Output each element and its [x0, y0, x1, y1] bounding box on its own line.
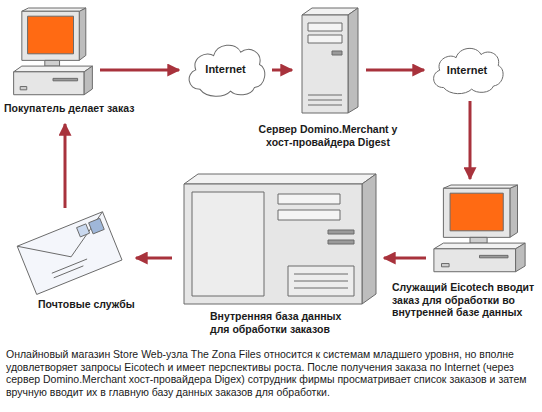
label-group: Почтовые службы — [38, 298, 158, 311]
database-icon — [178, 170, 378, 305]
shape-part — [278, 194, 340, 204]
shape-part — [14, 66, 93, 72]
shape-part — [332, 51, 342, 55]
buyer-computer: Покупатель делает заказ — [12, 8, 94, 98]
shape-part — [434, 249, 516, 272]
shape-part — [192, 192, 264, 296]
shape-part — [54, 266, 84, 278]
node-label: Сервер Domino.Merchant у хост-провайдера… — [248, 123, 408, 148]
shape-part — [480, 255, 509, 257]
shape-part — [328, 240, 354, 244]
shape-part — [20, 87, 27, 90]
internet-cloud: Internet — [428, 42, 506, 97]
shape-part — [308, 105, 342, 106]
shape-part — [308, 95, 342, 96]
shape-part — [434, 48, 503, 93]
internet-cloud: Internet — [183, 38, 268, 100]
shape-part — [79, 8, 86, 60]
database-server: Внутренняя база данных для обработки зак… — [178, 170, 378, 305]
shape-part — [84, 66, 92, 95]
shape-part — [14, 72, 85, 95]
shape-part — [278, 210, 340, 220]
shape-part — [470, 237, 487, 243]
shape-part — [294, 288, 348, 289]
node-label: Почтовые службы — [38, 298, 158, 311]
label-group: Internet — [428, 42, 506, 97]
computer-icon — [12, 8, 94, 98]
flow-arrow — [469, 101, 472, 179]
shape-part — [28, 16, 74, 54]
web-server: Сервер Domino.Merchant у хост-провайдера… — [298, 5, 360, 115]
mail-envelope: Почтовые службы — [5, 212, 130, 292]
caption-text: Онлайновый магазин Store Web-узла The Zo… — [6, 348, 538, 398]
cloud-label: Internet — [205, 63, 245, 75]
shape-part — [17, 212, 114, 274]
shape-part — [434, 243, 525, 249]
flow-arrow — [384, 257, 426, 260]
label-group: Внутренняя база данных для обработки зак… — [210, 310, 362, 335]
shape-part — [294, 281, 348, 282]
shape-part — [53, 78, 78, 80]
shape-part — [516, 243, 526, 272]
shape-part — [302, 15, 348, 113]
shape-part — [450, 193, 503, 231]
computer-icon — [432, 185, 527, 275]
shape-part — [308, 35, 342, 43]
shape-part — [348, 8, 358, 113]
employee-computer: Служащий Eicotech вводит заказ для обраб… — [432, 185, 527, 275]
flow-arrow — [272, 69, 292, 72]
shape-part — [89, 218, 105, 234]
flow-arrow — [64, 124, 67, 208]
shape-part — [77, 224, 90, 237]
shape-part — [308, 23, 342, 31]
label-group: Internet — [183, 38, 268, 100]
shape-part — [362, 174, 376, 304]
envelope-icon — [5, 212, 130, 292]
shape-part — [442, 264, 450, 267]
label-group: Покупатель делает заказ — [4, 102, 174, 115]
shape-part — [288, 266, 354, 296]
shape-part — [17, 212, 122, 295]
label-group: Сервер Domino.Merchant у хост-провайдера… — [248, 123, 408, 148]
envelope-group — [17, 212, 122, 295]
flow-arrow — [136, 257, 172, 260]
flow-arrow — [366, 69, 424, 72]
node-label: Служащий Eicotech вводит заказ для обраб… — [392, 281, 542, 319]
shape-part — [328, 230, 354, 234]
server-icon — [298, 5, 360, 115]
shape-part — [510, 185, 518, 237]
cloud-label: Internet — [447, 64, 487, 76]
shape-part — [45, 60, 60, 66]
shape-part — [189, 45, 265, 96]
flow-arrow — [100, 69, 179, 72]
shape-part — [443, 188, 510, 237]
node-label: Покупатель делает заказ — [4, 102, 174, 115]
shape-part — [294, 274, 348, 275]
node-label: Внутренняя база данных для обработки зак… — [210, 310, 362, 335]
shape-part — [184, 174, 376, 184]
label-group: Служащий Eicotech вводит заказ для обраб… — [392, 281, 542, 319]
shape-part — [308, 100, 342, 101]
shape-part — [22, 11, 79, 60]
shape-part — [184, 184, 362, 304]
